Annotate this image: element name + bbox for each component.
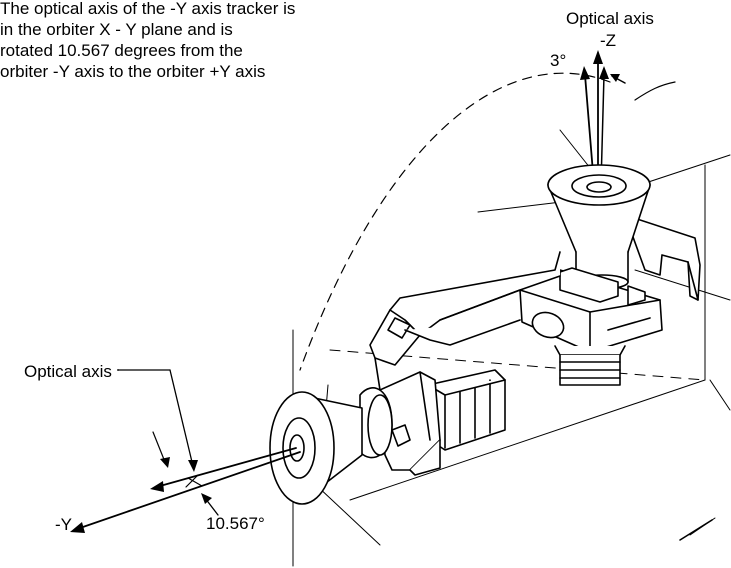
description-line: orbiter -Y axis to the orbiter +Y axis: [0, 62, 266, 81]
lower-axis-arrows: [70, 369, 301, 533]
dashed-reference-arc: [299, 72, 611, 371]
neg-z-arrowhead: [593, 50, 603, 64]
description-line: in the orbiter X - Y plane and is: [0, 20, 233, 39]
construction-lines: [292, 129, 731, 567]
optical-axis-arrowhead-top: [580, 66, 590, 80]
description-line: The optical axis of the -Y axis tracker …: [0, 0, 296, 18]
description-line: rotated 10.567 degrees from the: [0, 41, 243, 60]
neg-y-label: -Y: [55, 515, 72, 534]
lower-tracker: [269, 369, 506, 505]
neg-y-arrowhead: [70, 522, 85, 533]
angle-10567-label: 10.567°: [206, 514, 265, 533]
optical-axis-left-label: Optical axis: [24, 362, 112, 381]
dashed-arc-right: [634, 81, 676, 101]
angle-3-label: 3°: [550, 51, 567, 70]
neg-z-label: -Z: [600, 31, 617, 50]
optical-axis-arrowhead-left: [150, 481, 164, 492]
description-text: The optical axis of the -Y axis tracker …: [0, 0, 360, 82]
top-tracker: [519, 164, 701, 386]
optical-axis-top-label: Optical axis: [566, 9, 654, 28]
